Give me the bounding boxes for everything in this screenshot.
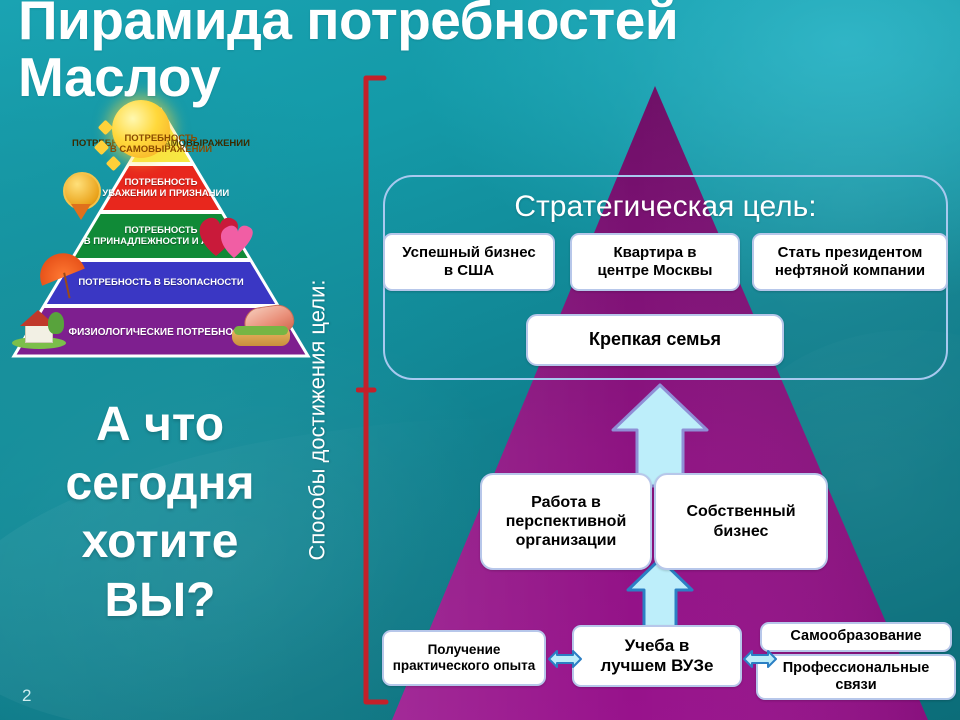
method-box-professional-connections[interactable]: Профессиональные связи	[756, 654, 956, 700]
question-text: А что сегодня хотите ВЫ?	[65, 398, 255, 627]
sun-icon	[112, 100, 170, 158]
goal-box-business-usa[interactable]: Успешный бизнес в США	[383, 233, 555, 291]
method-box-promising-organization[interactable]: Работа в перспективной организации	[480, 473, 652, 570]
maslow-level-label-text: ПОТРЕБНОСТЬ В БЕЗОПАСНОСТИ	[78, 276, 244, 288]
page-number: 2	[22, 686, 32, 705]
house-icon	[12, 310, 66, 349]
red-bracket	[356, 75, 389, 705]
maslow-level-label-text: ПОТРЕБНОСТЬ В УВАЖЕНИИ И ПРИЗНАНИИ	[93, 177, 230, 199]
page-title: Пирамида потребностей Маслоу	[18, 0, 679, 109]
maslow-triangle-bands	[11, 107, 311, 358]
maslow-level-label: ПОТРЕБНОСТЬ В ПРИНАДЛЕЖНОСТИ И ЛЮБВИ	[8, 218, 314, 256]
bidirectional-arrow-right	[743, 650, 777, 668]
maslow-level-label: ПОТРЕБНОСТЬ В БЕЗОПАСНОСТИ	[8, 266, 314, 300]
hearts-icon	[199, 217, 253, 258]
goal-box-strong-family[interactable]: Крепкая семья	[526, 314, 784, 366]
method-box-self-education[interactable]: Самообразование	[760, 622, 952, 652]
goal-box-oil-company-president[interactable]: Стать президентом нефтяной компании	[752, 233, 948, 291]
method-box-own-business[interactable]: Собственный бизнес	[654, 473, 828, 570]
bidirectional-arrow-left	[548, 650, 582, 668]
food-icon	[232, 302, 296, 348]
goal-box-moscow-apartment[interactable]: Квартира в центре Москвы	[570, 233, 740, 291]
maslow-pyramid-illustration: ПОТРЕБНОСТЬ В САМОВЫРАЖЕНИИ ПОТРЕБНОСТЬ …	[8, 100, 314, 362]
side-label-text: Способы достижения цели:	[304, 279, 329, 561]
bush-icon	[48, 312, 64, 334]
medal-icon	[63, 172, 101, 220]
side-label: Способы достижения цели:	[297, 220, 337, 620]
maslow-level-label-text: ФИЗИОЛОГИЧЕСКИЕ ПОТРЕБНОСТИ	[68, 327, 254, 339]
method-box-practical-experience[interactable]: Получение практического опыта	[382, 630, 546, 686]
strategic-goal-title: Стратегическая цель:	[514, 190, 817, 223]
maslow-level-label-selfactualization: ПОТРЕБНОСТЬ В САМОВЫРАЖЕНИИ	[109, 132, 213, 155]
method-box-best-university[interactable]: Учеба в лучшем ВУЗе	[572, 625, 742, 687]
maslow-level-label: ФИЗИОЛОГИЧЕСКИЕ ПОТРЕБНОСТИ	[8, 314, 314, 352]
maslow-level-label: ПОТРЕБНОСТЬ В УВАЖЕНИИ И ПРИЗНАНИИ	[8, 170, 314, 208]
